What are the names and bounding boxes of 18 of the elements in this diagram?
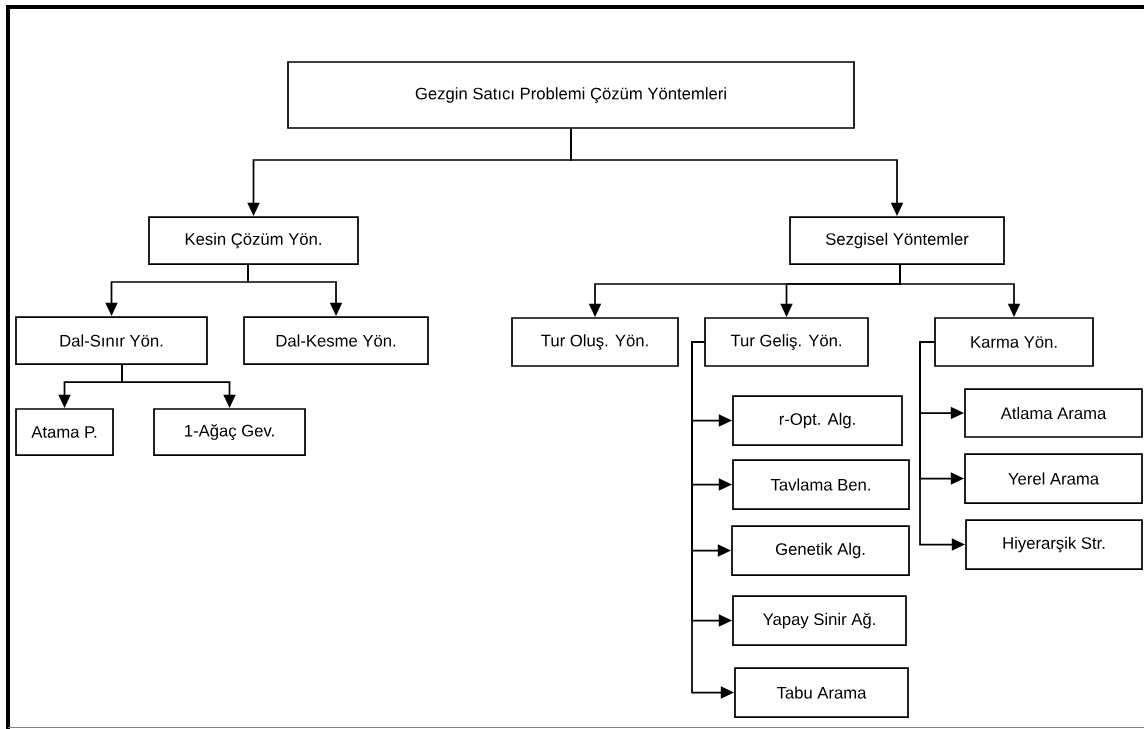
process-box: Tur Geliş. Yön. [704,317,869,367]
process-box: Tavlama Ben. [732,459,910,510]
process-box: Sezgisel Yöntemler [789,216,1005,265]
process-box: Yerel Arama [964,453,1143,504]
process-box: Tur Oluş. Yön. [511,317,679,367]
process-box: Atlama Arama [964,388,1143,438]
process-box: Dal-Sınır Yön. [15,316,208,365]
process-box: Atama P. [15,408,114,456]
process-box: Hiyerarşik Str. [965,519,1143,570]
process-box: Kesin Çözüm Yön. [148,216,359,265]
process-box: r-Opt. Alg. [732,395,903,446]
process-box: Dal-Kesme Yön. [243,316,429,365]
process-box: Tabu Arama [734,667,909,718]
process-box: Genetik Alg. [731,525,910,576]
process-box: 1-Ağaç Gev. [153,408,306,456]
process-box: Yapay Sinir Ağ. [732,595,907,646]
process-box: Karma Yön. [934,317,1094,367]
process-box: Gezgin Satıcı Problemi Çözüm Yöntemleri [287,61,855,129]
